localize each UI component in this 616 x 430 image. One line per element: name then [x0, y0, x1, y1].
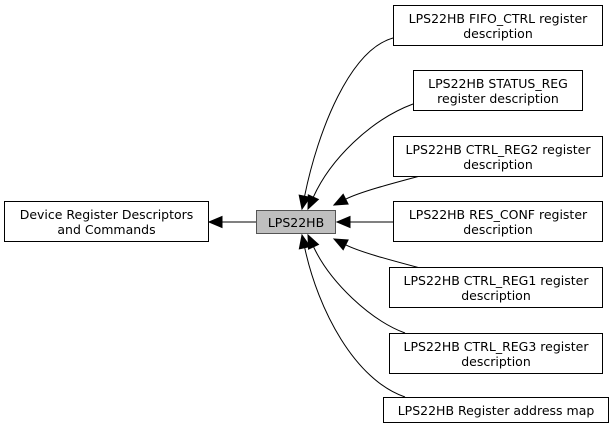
edge-ctrl-reg2 [345, 175, 421, 200]
edge-parent-arrowhead [207, 215, 223, 229]
edge-res-conf-arrowhead [335, 215, 351, 229]
edge-status-reg [312, 103, 414, 198]
edge-fifo-ctrl [304, 37, 394, 197]
child-node-status-reg[interactable]: LPS22HB STATUS_REG register description [413, 70, 583, 111]
parent-group-node[interactable]: Device Register Descriptors and Commands [4, 201, 209, 242]
edge-ctrl-reg1-arrowhead [332, 238, 349, 251]
child-node-res-conf[interactable]: LPS22HB RES_CONF register description [393, 201, 603, 242]
current-group-node: LPS22HB [256, 210, 336, 234]
edge-ctrl-reg3-arrowhead [307, 233, 320, 250]
edge-ctrl-reg3 [313, 246, 406, 334]
edge-address-map [304, 247, 406, 398]
child-node-ctrl-reg3[interactable]: LPS22HB CTRL_REG3 register description [389, 333, 603, 374]
child-node-register-address-map[interactable]: LPS22HB Register address map [383, 397, 609, 423]
edge-ctrl-reg1 [345, 244, 421, 269]
edge-address-map-arrowhead [298, 233, 311, 250]
edge-ctrl-reg2-arrowhead [332, 193, 349, 206]
child-node-ctrl-reg2[interactable]: LPS22HB CTRL_REG2 register description [393, 136, 603, 177]
child-node-fifo-ctrl[interactable]: LPS22HB FIFO_CTRL register description [393, 5, 603, 46]
child-node-ctrl-reg1[interactable]: LPS22HB CTRL_REG1 register description [389, 267, 603, 308]
